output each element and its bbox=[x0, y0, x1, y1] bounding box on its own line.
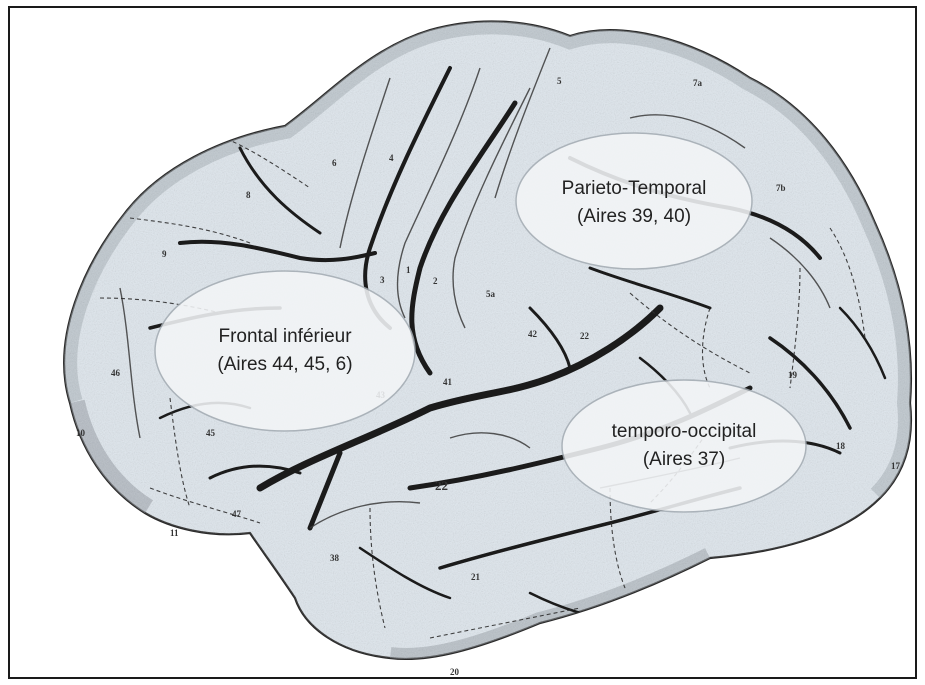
region-label-line1: Frontal inférieur bbox=[218, 326, 352, 347]
area-number: 46 bbox=[111, 368, 121, 378]
region-label-line1: Parieto-Temporal bbox=[562, 178, 707, 199]
area-number: 7a bbox=[693, 78, 703, 88]
region-label-line2: (Aires 37) bbox=[643, 449, 725, 470]
area-number: 5a bbox=[486, 289, 496, 299]
area-number: 4 bbox=[389, 153, 394, 163]
label-bubble bbox=[155, 271, 415, 431]
area-number: 1 bbox=[406, 265, 411, 275]
area-number: 38 bbox=[330, 553, 340, 563]
area-number: 10 bbox=[76, 428, 86, 438]
label-bubble bbox=[562, 380, 806, 512]
label-bubble bbox=[516, 133, 752, 269]
area-number: 42 bbox=[528, 329, 538, 339]
area-number: 41 bbox=[443, 377, 453, 387]
area-number: 5 bbox=[557, 76, 562, 86]
area-number: 22 bbox=[580, 331, 590, 341]
area-number: 21 bbox=[471, 572, 481, 582]
area-number: 22 bbox=[435, 478, 448, 493]
region-label-frontal-inferieur: Frontal inférieur (Aires 44, 45, 6) bbox=[155, 271, 415, 431]
region-label-line2: (Aires 44, 45, 6) bbox=[217, 354, 352, 375]
area-number: 11 bbox=[170, 528, 179, 538]
area-number: 9 bbox=[162, 249, 167, 259]
area-number: 20 bbox=[450, 667, 460, 677]
area-number: 8 bbox=[246, 190, 251, 200]
region-label-line1: temporo-occipital bbox=[612, 421, 757, 442]
area-number: 17 bbox=[891, 461, 901, 471]
figure-frame: 8 6 4 5 7a 7b 9 3 1 2 5a 42 22 46 10 45 … bbox=[8, 6, 917, 679]
area-number: 2 bbox=[433, 276, 438, 286]
region-label-line2: (Aires 39, 40) bbox=[577, 206, 691, 227]
area-number: 18 bbox=[836, 441, 846, 451]
area-number: 47 bbox=[232, 509, 242, 519]
area-number: 19 bbox=[788, 370, 798, 380]
area-number: 45 bbox=[206, 428, 216, 438]
area-number: 6 bbox=[332, 158, 337, 168]
area-number: 7b bbox=[776, 183, 786, 193]
region-label-temporo-occipital: temporo-occipital (Aires 37) bbox=[562, 380, 806, 512]
brain-lateral-view: 8 6 4 5 7a 7b 9 3 1 2 5a 42 22 46 10 45 … bbox=[10, 8, 915, 677]
area-number: 3 bbox=[380, 275, 385, 285]
region-label-parieto-temporal: Parieto-Temporal (Aires 39, 40) bbox=[516, 133, 752, 269]
